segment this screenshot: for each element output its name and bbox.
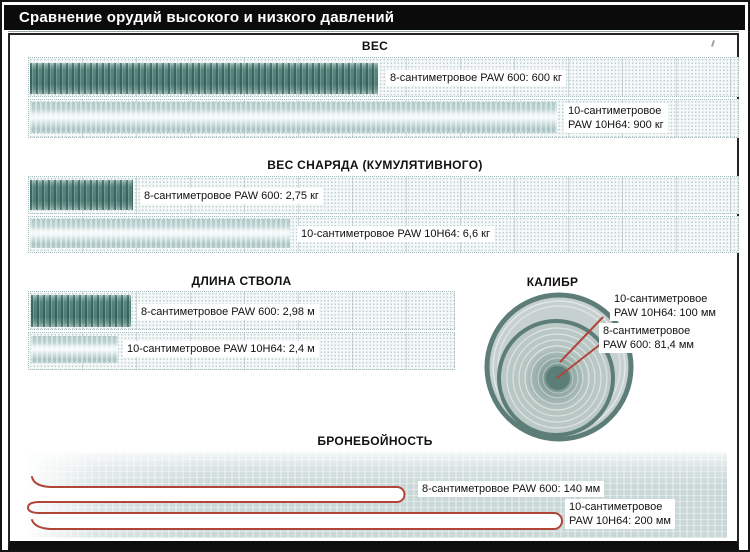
- label-paw600-caliber: 8-сантиметровое PAW 600: 81,4 мм: [599, 323, 698, 353]
- section-title-barrel: ДЛИНА СТВОЛА: [191, 274, 292, 288]
- penetration-channel-paw10h64: [30, 513, 562, 529]
- bar-paw10h64-shell: [30, 219, 290, 248]
- panel-shell-row1: [28, 176, 739, 214]
- label-paw10h64-weight: 10-сантиметровое PAW 10H64: 900 кг: [564, 103, 668, 133]
- page-title: Сравнение орудий высокого и низкого давл…: [19, 9, 395, 26]
- section-title-shell-weight: ВЕС СНАРЯДА (КУМУЛЯТИВНОГО): [267, 158, 483, 172]
- label-paw10h64-penetration: 10-сантиметровое PAW 10H64: 200 мм: [565, 499, 675, 529]
- label-line: PAW 10H64: 100 мм: [614, 307, 716, 319]
- divider-line: [8, 31, 739, 32]
- bar-paw10h64-barrel: [31, 336, 118, 363]
- section-title-caliber: КАЛИБР: [526, 275, 579, 289]
- label-paw600-barrel: 8-сантиметровое PAW 600: 2,98 м: [137, 304, 319, 320]
- section-title-penetration: БРОНЕБОЙНОСТЬ: [317, 434, 433, 448]
- leader-line-10cm: [559, 316, 604, 363]
- label-line: PAW 10H64: 900 кг: [568, 119, 664, 131]
- label-line: 8-сантиметровое: [603, 325, 691, 337]
- bar-paw600-weight: [30, 63, 378, 94]
- label-paw10h64-barrel: 10-сантиметровое PAW 10H64: 2,4 м: [123, 341, 319, 357]
- bar-paw10h64-weight: [30, 102, 557, 133]
- label-line: PAW 600: 81,4 мм: [603, 339, 694, 351]
- penetration-trace-line: [26, 476, 563, 530]
- label-paw600-penetration: 8-сантиметровое PAW 600: 140 мм: [418, 481, 605, 497]
- caliber-diagram: [484, 292, 634, 442]
- bar-paw600-shell: [30, 180, 133, 210]
- label-paw600-shell: 8-сантиметровое PAW 600: 2,75 кг: [140, 188, 323, 204]
- penetration-diagram: [26, 476, 563, 530]
- label-line: PAW 10H64: 200 мм: [569, 515, 671, 527]
- label-paw10h64-caliber: 10-сантиметровое PAW 10H64: 100 мм: [610, 291, 720, 321]
- penetration-channel-paw600: [30, 487, 405, 502]
- label-paw10h64-shell: 10-сантиметровое PAW 10H64: 6,6 кг: [297, 226, 494, 242]
- section-title-weight: ВЕС: [361, 39, 389, 53]
- label-line: 10-сантиметровое: [568, 105, 662, 117]
- label-paw600-weight: 8-сантиметровое PAW 600: 600 кг: [386, 70, 566, 86]
- bar-paw600-barrel: [31, 295, 131, 327]
- label-line: 10-сантиметровое: [614, 293, 708, 305]
- label-line: 10-сантиметровое: [569, 501, 663, 513]
- title-bar: Сравнение орудий высокого и низкого давл…: [4, 5, 745, 30]
